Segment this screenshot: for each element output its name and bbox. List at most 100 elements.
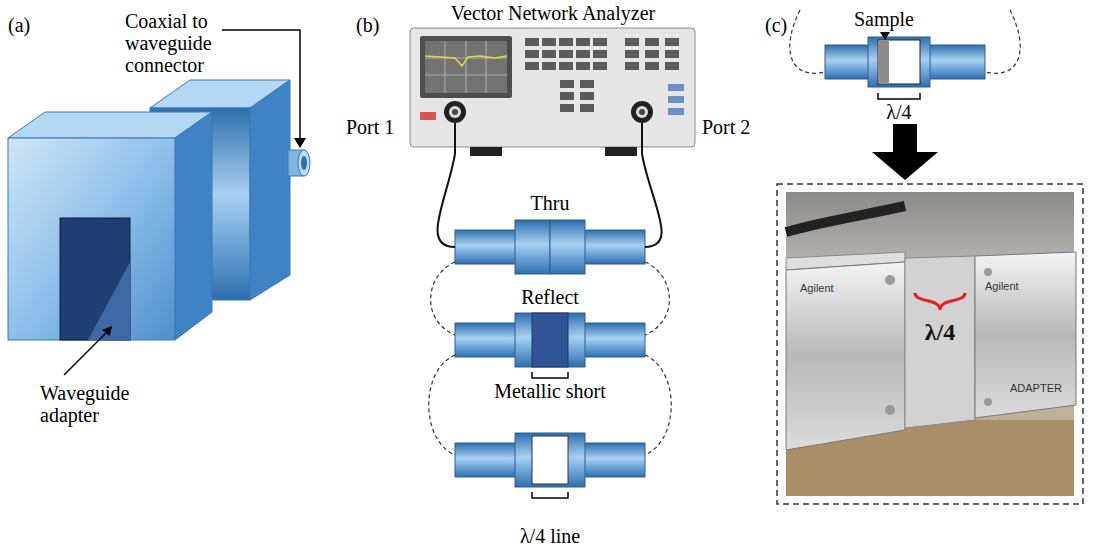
sample-fixture-part [879,41,889,83]
cable [438,154,455,247]
port-label: Port 2 [702,116,750,138]
leader-arrow-part [102,326,112,336]
vna-instrument-part-part [576,50,590,58]
vna-instrument-part-part [668,96,684,103]
vna-instrument-part-part [559,62,573,70]
waveguide-adapter-part [60,218,130,340]
reflect-fixture-part [583,323,645,357]
dashed-cable-part [790,10,825,73]
photo-print: Agilent [800,282,834,295]
sample-fixture-part [878,40,920,84]
part-label: Metallic short [494,380,606,402]
vna-instrument-part-part [525,38,539,46]
thru-standard: Thru [455,192,645,272]
vna-instrument-part [639,109,645,115]
vna-instrument-part-part [560,80,574,88]
vna-instrument-part-part [625,62,639,70]
vna-instrument-part [470,147,502,156]
line-fixture-part [583,443,645,477]
thru-fixture-part [455,230,517,264]
vna-instrument-part-part [593,38,607,46]
dashed-cable-part [645,262,669,335]
sample-fixture-part [928,45,985,79]
sample-fixture-part [825,45,870,79]
waveguide-adapter [8,80,310,340]
vna-instrument-part [425,41,507,93]
vna-instrument-part-part [668,84,684,91]
vna-instrument-part [410,28,695,147]
vna-instrument-part-part [576,62,590,70]
vna-instrument-part-part [559,38,573,46]
photo-part [786,206,905,232]
reflect-fixture-part [532,313,568,367]
vna-instrument-part-part [645,62,659,70]
dashed-cable-part [645,355,671,455]
sample-fixture [825,37,985,87]
vna-instrument-part [425,41,507,93]
photo [786,192,1076,496]
panel-letter: (c) [765,14,787,36]
leader-arrow-part [222,30,300,140]
vna-instrument-part-part [668,108,684,115]
sample-fixture-part [868,37,930,87]
thru-fixture-part [550,220,585,274]
waveguide-adapter-part [88,262,130,340]
big-arrow-part [893,124,917,154]
vna-instrument-part [455,123,642,154]
photo-print: ADAPTER [1010,382,1062,395]
reflect-fixture-part [515,313,585,367]
waveguide-adapter-part [250,80,290,300]
vna-instrument-part [605,147,637,156]
vna-instrument-part-part [665,50,679,58]
photo-part [984,398,992,406]
vna-instrument-part-part [525,62,539,70]
bracket-part [532,372,568,378]
vna-instrument-part-part [593,50,607,58]
line-fixture [455,433,645,487]
panel-letter: (a) [8,14,30,36]
bracket-part [878,93,920,99]
vna-instrument-part-part [542,50,556,58]
leader-arrow-part [294,138,306,148]
reflect-fixture [455,313,645,367]
node-label: Sample [854,8,914,31]
inset-frame [777,184,1083,504]
vna-instrument-part [449,106,461,118]
vna-instrument-part [420,112,436,120]
dimension-label: λ/4 [886,101,911,123]
vna-instrument-part [425,56,507,66]
photo-part [885,275,895,285]
vna-instrument-part-part [542,38,556,46]
vna-instrument-part [452,109,458,115]
waveguide-adapter-part [8,138,175,340]
dimension-label: λ/4 [925,318,955,347]
node-label: Thru [531,192,570,215]
node-label: Vector Network Analyzer [451,2,655,25]
sample-pointer [880,32,890,40]
dashed-cable-part [985,10,1020,73]
photo-part [885,405,895,415]
bracket-part [532,492,568,498]
waveguide-adapter-part [175,112,212,340]
big-arrow [872,124,938,180]
big-arrow-part [872,152,938,180]
port-label: Port 1 [346,116,394,138]
vna-instrument-part [636,106,648,118]
vna-instrument-part-part [525,50,539,58]
photo-part [975,252,1076,418]
vna-instrument-part-part [580,104,594,112]
photo-part [905,256,975,428]
thru-fixture-part [583,230,645,264]
waveguide-adapter-part [301,156,307,170]
vna-instrument-part [525,38,679,112]
instrument-box: Vector Network Analyzer [408,2,698,154]
panel-letter: (b) [356,14,379,36]
vna-instrument-part-part [580,80,594,88]
vna-instrument-part-part [593,62,607,70]
part-label: Coaxial to waveguide connector [125,10,243,76]
vna-instrument-part-part [645,50,659,58]
vna-instrument-part-part [580,92,594,100]
